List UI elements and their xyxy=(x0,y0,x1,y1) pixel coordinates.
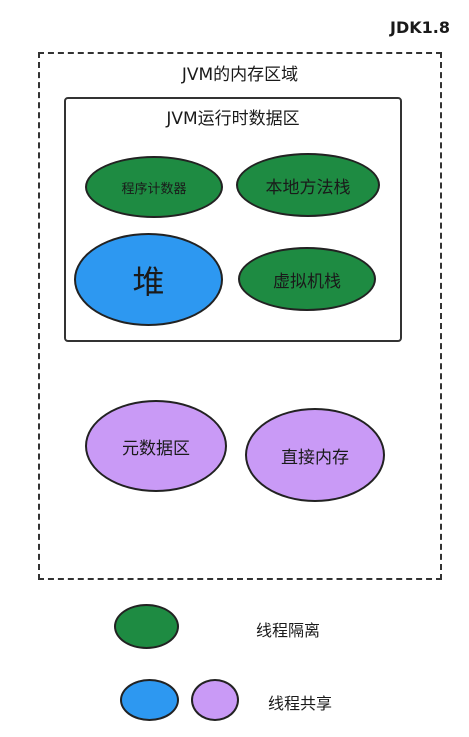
program-counter-label: 程序计数器 xyxy=(121,181,187,197)
vm-stack-label: 虚拟机栈 xyxy=(273,271,341,292)
native-method-stack-label: 本地方法栈 xyxy=(265,177,351,198)
direct-memory-label: 直接内存 xyxy=(281,447,349,468)
legend-thread-shared-other-swatch xyxy=(191,679,239,721)
heap-node: 堆 xyxy=(74,233,223,326)
jvm-memory-area-box xyxy=(38,52,442,580)
direct-memory-node: 直接内存 xyxy=(245,408,385,502)
legend-thread-shared-label: 线程共享 xyxy=(268,694,333,713)
jdk-version-label: JDK1.8 xyxy=(390,18,450,37)
program-counter-node: 程序计数器 xyxy=(85,156,223,218)
legend-thread-shared-heap-swatch xyxy=(120,679,179,721)
legend-thread-isolated-swatch xyxy=(114,604,179,649)
jvm-memory-area-title: JVM的内存区域 xyxy=(181,65,299,85)
vm-stack-node: 虚拟机栈 xyxy=(238,247,376,311)
heap-label: 堆 xyxy=(132,262,165,301)
runtime-data-area-title: JVM运行时数据区 xyxy=(166,109,300,129)
metaspace-label: 元数据区 xyxy=(122,438,190,459)
legend-thread-isolated-label: 线程隔离 xyxy=(256,621,321,640)
metaspace-node: 元数据区 xyxy=(85,400,227,492)
native-method-stack-node: 本地方法栈 xyxy=(236,153,380,217)
runtime-data-area-box xyxy=(64,97,402,342)
